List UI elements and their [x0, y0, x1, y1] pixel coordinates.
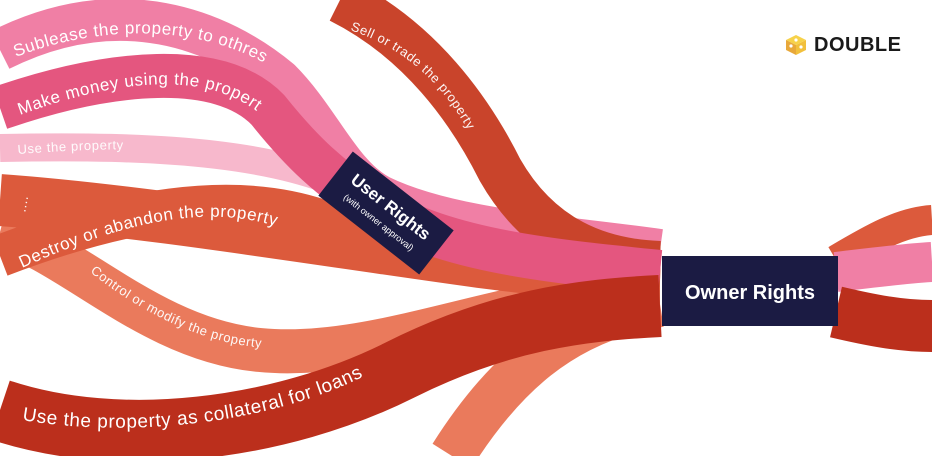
owner-rights-title: Owner Rights: [685, 282, 815, 304]
cube-icon: [786, 35, 806, 55]
label-use: Use the property: [17, 137, 124, 157]
user-rights-box: User Rights (with owner approval): [318, 151, 454, 275]
ribbon-make-money: [0, 54, 663, 294]
label-ellipsis: ....: [13, 194, 31, 213]
brand-name: DOUBLE: [814, 33, 902, 56]
ribbon-out-pink: [833, 242, 932, 292]
ribbon-sublease: [0, 0, 663, 271]
brand-logo: DOUBLE: [784, 33, 901, 57]
owner-rights-box: Owner Rights: [662, 256, 838, 326]
ribbon-out-bottom: [830, 286, 932, 352]
ribbon-collateral: [0, 275, 662, 456]
